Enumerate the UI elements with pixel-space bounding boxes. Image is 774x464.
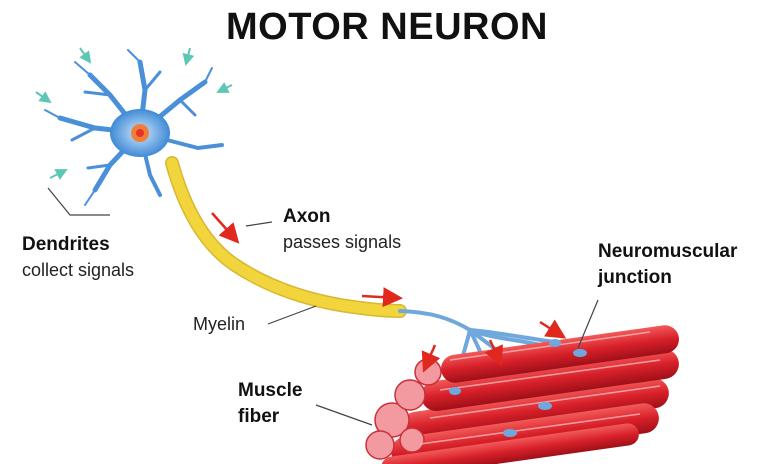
axon-description: passes signals [283,232,401,253]
neuromuscular-junction-label-line1: Neuromuscular [598,241,737,263]
myelin-label: Myelin [193,314,245,335]
dendrites-description: collect signals [22,260,134,281]
page-title: MOTOR NEURON [0,6,774,49]
axon-label: Axon [283,206,331,228]
muscle-fiber-label-line1: Muscle [238,380,302,402]
muscle-fiber-label-line2: fiber [238,406,279,428]
muscle-fiber-bundle [366,323,681,464]
dendrites-label: Dendrites [22,234,110,256]
neuromuscular-junction-label-line2: junction [598,267,672,289]
